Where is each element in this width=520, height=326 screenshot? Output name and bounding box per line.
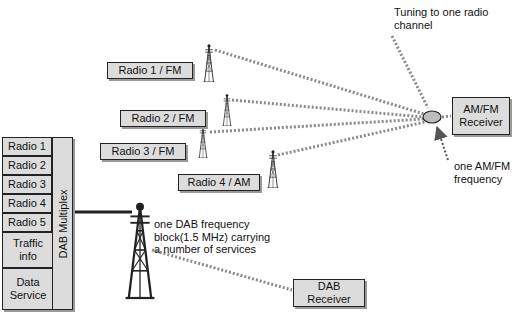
receiver-box: DAB Receiver [293,279,365,307]
box-text: Data Service [5,276,51,301]
note-text: one AM/FM frequency [454,160,518,185]
service-box: Radio 1 [2,137,52,156]
box-text: Radio 5 [8,216,46,229]
frequency-pointer [437,127,448,160]
box-text: Radio 1 [8,140,46,153]
service-box: Radio 3 [2,175,52,194]
box-text: Radio 4 [8,197,46,210]
note-text: one DAB frequency block(1.5 MHz) carryin… [154,218,274,256]
radio-waves [152,36,451,290]
box-text: DAB Receiver [303,280,355,305]
station-box: Radio 2 / FM [120,110,206,127]
box-text: AM/FM Receiver [455,103,507,128]
box-text: Radio 4 / AM [188,176,251,189]
station-box: Radio 4 / AM [178,174,260,191]
service-box: Radio 4 [2,194,52,213]
transmitter-towers [126,44,279,298]
box-text: Radio 2 / FM [132,112,195,125]
note-text: Tuning to one radio channel [394,6,494,31]
box-text: Radio 2 [8,159,46,172]
receiver-box: AM/FM Receiver [452,97,510,135]
service-box: Data Service [2,268,54,310]
service-box: Traffic info [2,232,54,268]
box-text: Radio 1 / FM [119,64,182,77]
box-text: DAB Multiplex [56,189,69,258]
box-text: Radio 3 / FM [112,145,175,158]
service-box: Radio 2 [2,156,52,175]
multiplex-feed [74,211,132,214]
station-box: Radio 3 / FM [100,143,186,160]
box-text: Traffic info [5,237,51,262]
multiplex-box: DAB Multiplex [52,137,73,310]
box-text: Radio 3 [8,178,46,191]
service-box: Radio 5 [2,213,52,232]
tuning-dial [423,111,441,123]
station-box: Radio 1 / FM [107,62,193,79]
